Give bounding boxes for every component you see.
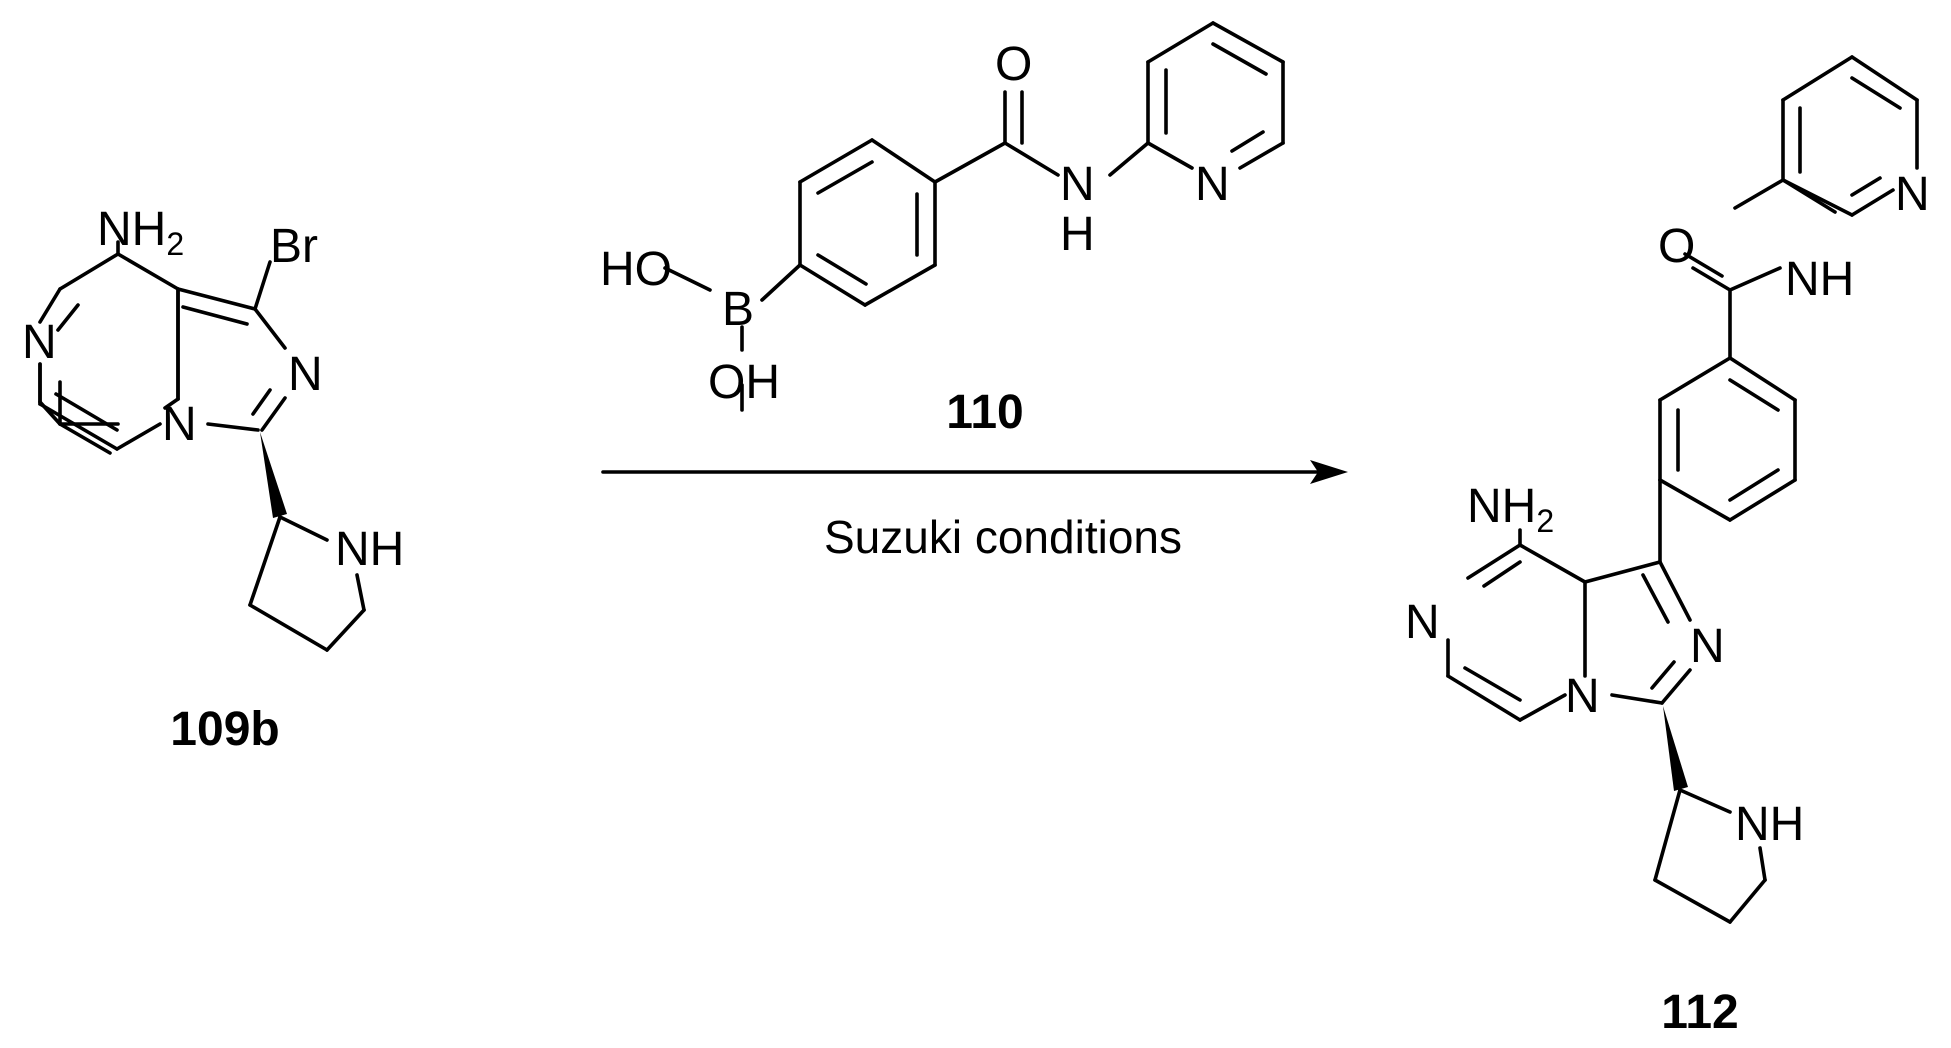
atom-label-n: N bbox=[1690, 620, 1725, 673]
atom-label-h: H bbox=[1060, 208, 1095, 261]
reaction-conditions: Suzuki conditions bbox=[824, 511, 1182, 563]
atom-label-n: N bbox=[1195, 158, 1230, 211]
molecule-109b-bonds bbox=[38, 240, 366, 652]
molecule-110-labels: HO B OH O N H N bbox=[600, 38, 1230, 409]
atom-label-n: N bbox=[288, 348, 323, 401]
atom-label-nh: NH bbox=[1785, 253, 1854, 306]
atom-label-ho: HO bbox=[600, 243, 672, 296]
atom-label-n: N bbox=[1060, 158, 1095, 211]
compound-label-112: 112 bbox=[1661, 986, 1738, 1039]
molecule-109b-wedge-bond bbox=[260, 432, 287, 518]
compound-label-109b: 109b bbox=[170, 703, 279, 756]
molecule-112: O NH N NH2 N N N NH 112 bbox=[1405, 55, 1930, 1039]
atom-label-nh2: NH2 bbox=[97, 203, 184, 262]
atom-label-n: N bbox=[1405, 596, 1440, 649]
atom-label-o: O bbox=[995, 38, 1032, 91]
atom-label-n: N bbox=[1565, 670, 1600, 723]
atom-label-o: O bbox=[1658, 220, 1695, 273]
molecule-112-bonds bbox=[1446, 55, 1919, 924]
molecule-112-wedge-bond bbox=[1663, 706, 1688, 791]
atom-label-nh: NH bbox=[335, 523, 404, 576]
atom-label-nh2: NH2 bbox=[1467, 480, 1554, 539]
atom-label-nh: NH bbox=[1735, 798, 1804, 851]
molecule-109b: NH2 Br N N N NH 109b bbox=[22, 203, 404, 756]
molecule-109b-labels: NH2 Br N N N NH bbox=[22, 203, 404, 576]
atom-label-b: B bbox=[722, 283, 754, 336]
molecule-110: HO B OH O N H N 110 bbox=[600, 21, 1285, 439]
reaction-arrow bbox=[601, 460, 1348, 484]
atom-label-n: N bbox=[22, 316, 57, 369]
molecule-110-bonds bbox=[663, 21, 1285, 412]
molecule-112-labels: O NH N NH2 N N N NH bbox=[1405, 168, 1930, 851]
atom-label-br: Br bbox=[270, 220, 318, 273]
atom-label-n: N bbox=[162, 398, 197, 451]
atom-label-n: N bbox=[1895, 168, 1930, 221]
compound-label-110: 110 bbox=[946, 386, 1023, 439]
atom-label-oh: OH bbox=[708, 356, 780, 409]
